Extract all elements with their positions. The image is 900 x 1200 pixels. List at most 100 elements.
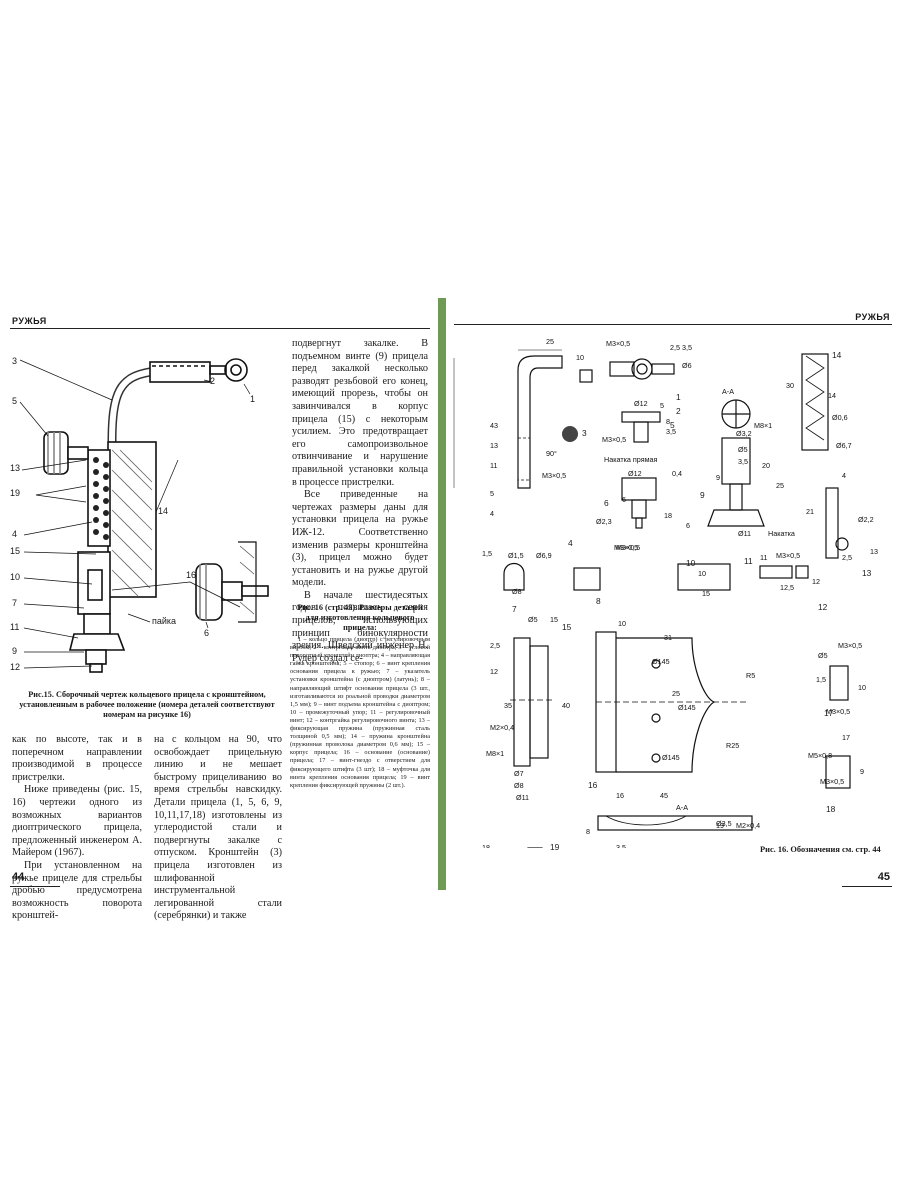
dimension-label: Ø11: [738, 529, 751, 538]
dimension-label: 30: [786, 381, 794, 390]
dimension-label: 9: [716, 473, 720, 482]
dimension-label: R11: [692, 847, 705, 848]
paragraph: При установленном на ружье прицеле для с…: [12, 859, 142, 922]
dimension-label: 20: [762, 461, 770, 470]
dimension-label: Ø2,2: [858, 515, 874, 524]
dimension-label: Ø5: [528, 615, 538, 624]
label-12: 12: [10, 662, 21, 672]
dimension-label: 13: [490, 441, 498, 450]
dimension-label: Ø5: [818, 651, 828, 660]
dimension-label: Ø145: [652, 657, 670, 666]
dimension-label: 2,5: [490, 641, 500, 650]
dimension-label: 12: [812, 577, 820, 586]
dimension-label: М3×0,5: [602, 435, 626, 444]
paragraph: Ниже приведены (рис. 15, 16) чертежи одн…: [12, 784, 142, 859]
text-col1: как по высоте, так и в поперечном направ…: [12, 734, 142, 923]
dimension-label: 40: [562, 701, 570, 710]
part-label-3: 3: [582, 428, 587, 438]
part-label-7: 7: [512, 604, 517, 614]
dimension-label: 12,5: [780, 583, 794, 592]
dimension-label: Ø7: [514, 769, 524, 778]
dimension-label: Ø145: [678, 703, 696, 712]
fig16-legend-title: Рис. 16 (стр. 45). Размеры деталей для и…: [297, 603, 423, 632]
dimension-label: М8×1: [486, 749, 504, 758]
part-label-13: 13: [862, 568, 872, 578]
paragraph: В начале шестидесятых годов появилась се…: [292, 589, 428, 664]
dimension-label: М3×0,5: [776, 551, 800, 560]
dimension-label: 10: [858, 683, 866, 692]
label-1: 1: [250, 394, 256, 404]
legend-text: 1 – кольцо прицела (диоптр) с регулирово…: [290, 636, 430, 789]
dimension-label: 5: [490, 489, 494, 498]
dimension-label: R5: [746, 671, 755, 680]
dimension-label: R25: [726, 741, 739, 750]
label-10: 10: [10, 572, 21, 582]
dimension-label: 15: [702, 589, 710, 598]
part-label-6: 6: [604, 498, 609, 508]
dimension-label: 6: [686, 521, 690, 530]
part-label-1: 1: [676, 392, 681, 402]
dimension-label: 3,5: [616, 843, 626, 848]
running-head-right: РУЖЬЯ: [855, 312, 890, 322]
label-13: 13: [10, 463, 21, 473]
dimension-label: 10: [698, 569, 706, 578]
dimension-label: 90°: [546, 449, 557, 458]
dimension-label: 18: [664, 511, 672, 520]
part-label-17: 17: [824, 708, 834, 718]
dimension-label: 17: [842, 733, 850, 742]
part-label-12: 12: [818, 602, 828, 612]
dimension-label: 14: [828, 391, 836, 400]
label-payka: пайка: [152, 616, 177, 626]
running-head-left: РУЖЬЯ: [12, 316, 47, 326]
footer-rule-right: [842, 886, 892, 887]
dimension-label: Ø12: [628, 469, 642, 478]
dimension-label: 2,5: [842, 553, 852, 562]
footer-rule-left: [10, 886, 60, 887]
dimension-label: 8: [666, 417, 670, 426]
dimension-label: 21: [806, 507, 814, 516]
label-19: 19: [10, 488, 21, 498]
dimension-label: М3×0,5: [826, 707, 850, 716]
dimension-label: 25: [546, 337, 554, 346]
left-page: РУЖЬЯ: [0, 298, 438, 921]
dimension-label: 13: [870, 547, 878, 556]
dimension-label: Ø145: [662, 753, 680, 762]
dimension-label: 3,5: [666, 427, 676, 436]
part-label-14: 14: [832, 350, 842, 360]
part-label-15: 15: [562, 622, 572, 632]
figure16-caption: Рис. 16. Обозначения см. стр. 44: [760, 845, 881, 854]
dimension-label: М2×0,4: [736, 821, 760, 830]
dimension-label: 3,5: [738, 457, 748, 466]
dimension-label: 10: [576, 353, 584, 362]
label-9: 9: [12, 646, 18, 656]
text-col2: на с кольцом на 90, что освобождает приц…: [154, 734, 282, 923]
dimension-label: 15: [550, 615, 558, 624]
dimension-label: Ø6,7: [836, 441, 852, 450]
fig16-legend: 1 – кольцо прицела (диоптр) с регулирово…: [290, 636, 430, 790]
dimension-label: 2,5: [670, 343, 680, 352]
dimension-label: М3×0,5: [838, 641, 862, 650]
dimension-label: 1,5: [482, 549, 492, 558]
dimension-label: 0,4: [672, 469, 682, 478]
dimension-label: 9: [860, 767, 864, 776]
paragraph: как по высоте, так и в поперечном направ…: [12, 734, 142, 783]
label-2: 2: [210, 376, 216, 386]
paragraph: Все приведенные на чертежах размеры даны…: [292, 489, 428, 589]
dimension-label: 3,5: [682, 343, 692, 352]
dimension-label: 45: [660, 791, 668, 800]
dimension-label: Ø3,2: [736, 429, 752, 438]
part-label-10: 10: [686, 558, 696, 568]
part-label-11: 11: [744, 556, 753, 566]
dimension-label: Ø6,9: [536, 551, 552, 560]
dimension-label: 1,5: [816, 675, 826, 684]
dimension-label: Накатка: [768, 529, 795, 538]
part-label-19: 19: [550, 842, 560, 852]
dimension-label: 8: [586, 827, 590, 836]
dimension-label: Ø6: [682, 361, 692, 370]
dimension-label: Ø12: [634, 399, 648, 408]
dimension-label: М8×1: [754, 421, 772, 430]
dimension-label: Ø11: [516, 793, 529, 802]
part-label-16: 16: [588, 780, 598, 790]
